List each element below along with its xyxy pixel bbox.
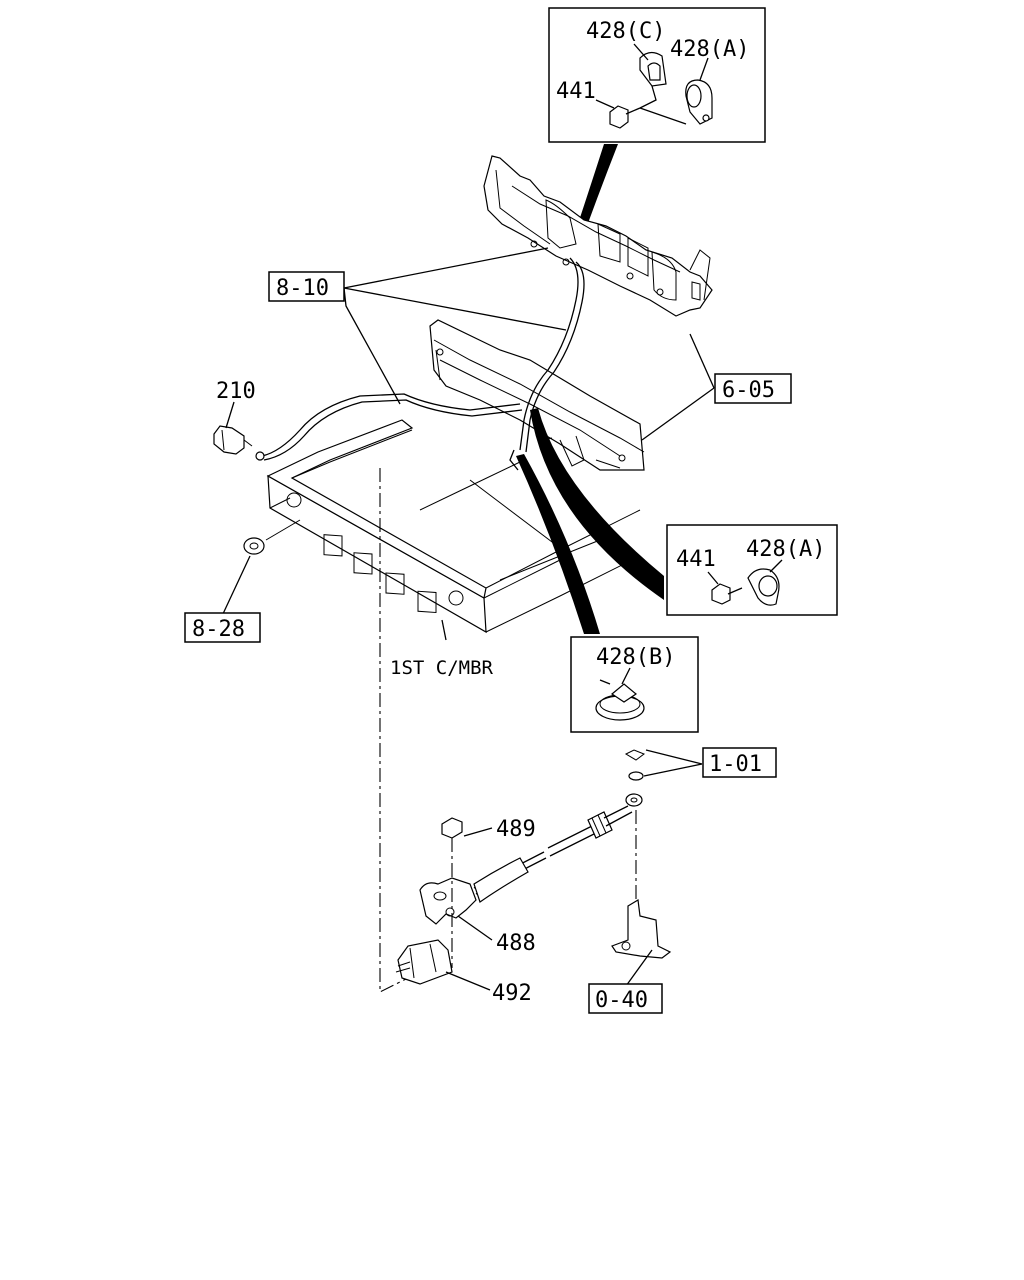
radiator-support-panel: [483, 155, 713, 420]
detail-box-top: 428(C) 428(A) 441: [548, 7, 766, 143]
clamp-428a-part: [685, 79, 713, 125]
clamp-428c-part: [639, 51, 667, 109]
callout-428b: 428(B): [596, 645, 675, 670]
detail-box-mid: 441 428(A): [666, 524, 838, 616]
callout-492: 492: [492, 981, 532, 1006]
grommet-828-part: [221, 519, 301, 617]
callout-428a-mid: 428(A): [746, 537, 825, 562]
label-1st-crossmember: 1ST C/MBR: [390, 657, 494, 679]
bolt-441-part: [609, 105, 687, 129]
callout-428a-top: 428(A): [670, 37, 749, 62]
detail-box-428b: 428(B): [570, 636, 699, 733]
callout-210: 210: [216, 379, 256, 404]
shift-cable-assembly: [395, 749, 672, 985]
ref-text-0-40: 0-40: [595, 988, 648, 1013]
ref-text-1-01: 1-01: [709, 752, 762, 777]
ref-label-8-10: 8-10: [268, 271, 345, 302]
leader-swoosh-bottom: [516, 454, 600, 634]
first-crossmember: [266, 419, 641, 634]
ref-label-8-28: 8-28: [184, 612, 261, 643]
ref-text-6-05: 6-05: [722, 378, 775, 403]
wiring-harness: [255, 257, 585, 471]
sensor-210-part: [213, 401, 253, 455]
front-beam: [429, 319, 645, 471]
ref-text-8-28: 8-28: [192, 617, 245, 642]
leader-swoosh-mid: [530, 408, 664, 600]
ref-label-6-05: 6-05: [714, 373, 792, 404]
ref-label-1-01: 1-01: [702, 747, 777, 778]
callout-428c-top: 428(C): [586, 19, 665, 44]
callout-441-top: 441: [556, 79, 596, 104]
ref-text-8-10: 8-10: [276, 276, 329, 301]
callout-488: 488: [496, 931, 536, 956]
callout-489: 489: [496, 817, 536, 842]
callout-441-mid: 441: [676, 547, 716, 572]
ref-label-0-40: 0-40: [588, 983, 663, 1014]
